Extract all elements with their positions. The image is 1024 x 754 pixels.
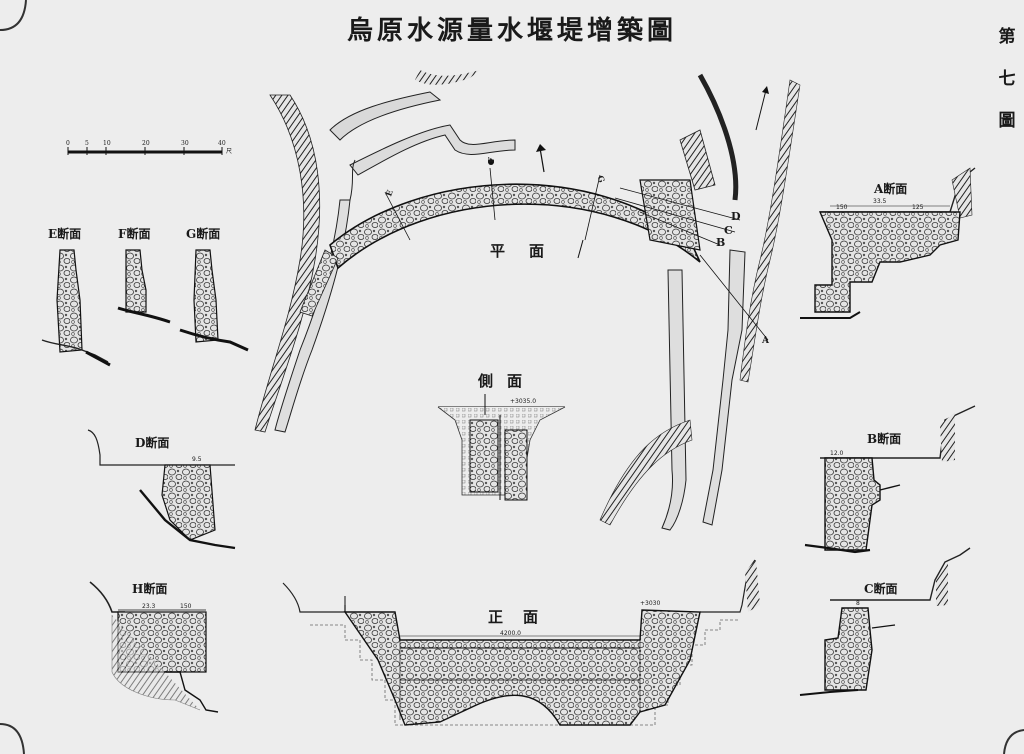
dim-a-left: 150 — [836, 204, 848, 211]
front-view — [282, 559, 760, 726]
section-d-drawing — [87, 429, 236, 550]
scale-tick-0: 0 — [66, 140, 70, 147]
section-c-label: C断面 — [864, 582, 898, 596]
plan-view — [254, 70, 801, 531]
section-f-drawing — [117, 249, 171, 324]
front-view-label: 正面 — [488, 608, 559, 626]
plan-view-label: 平面 — [490, 242, 569, 260]
section-c-drawing — [799, 547, 971, 696]
cut-mark-b: B — [716, 236, 726, 249]
dim-front-level: +3030 — [640, 600, 661, 607]
dim-a-right: 125 — [912, 204, 924, 211]
cut-mark-c: C — [724, 224, 733, 237]
section-d-label: D断面 — [135, 436, 170, 450]
section-g-label: G断面 — [186, 227, 221, 241]
dim-a-top: 33.5 — [873, 198, 887, 205]
cut-mark-d: D — [731, 210, 741, 223]
section-b-label: B断面 — [867, 432, 902, 446]
scale-tick-5: 5 — [85, 140, 89, 147]
dim-h-right: 150 — [180, 603, 192, 610]
side-view-label: 側面 — [478, 372, 537, 390]
dim-d-top: 9.5 — [192, 456, 202, 463]
scale-unit: 尺 — [226, 148, 233, 155]
section-g-drawing — [179, 249, 249, 352]
cut-mark-a: A — [762, 336, 769, 346]
section-a-label: A断面 — [874, 182, 908, 196]
scale-tick-40: 40 — [218, 140, 226, 147]
section-e-label: E断面 — [48, 227, 82, 241]
section-b-drawing — [804, 405, 976, 554]
section-e-drawing — [41, 249, 111, 367]
figure-number: 第七圖 — [998, 27, 1016, 131]
dim-h-top: 23.3 — [142, 603, 156, 610]
section-a-drawing — [800, 167, 976, 319]
side-view — [437, 394, 566, 501]
scale-tick-20: 20 — [142, 140, 150, 147]
drawing-title: 烏原水源量水堰堤增築圖 — [346, 16, 677, 46]
dim-front-span: 4200.0 — [500, 630, 521, 637]
section-h-drawing — [89, 581, 219, 713]
dim-c-top: 8 — [856, 600, 860, 607]
scale-tick-10: 10 — [103, 140, 111, 147]
scale-bar — [67, 147, 223, 155]
cut-mark-f: F — [485, 157, 496, 163]
dim-side-level: +3035.0 — [510, 398, 537, 405]
dim-b-top: 12.0 — [830, 450, 844, 457]
section-f-label: F断面 — [118, 227, 151, 241]
scale-tick-30: 30 — [181, 140, 189, 147]
section-h-label: H断面 — [132, 582, 168, 596]
